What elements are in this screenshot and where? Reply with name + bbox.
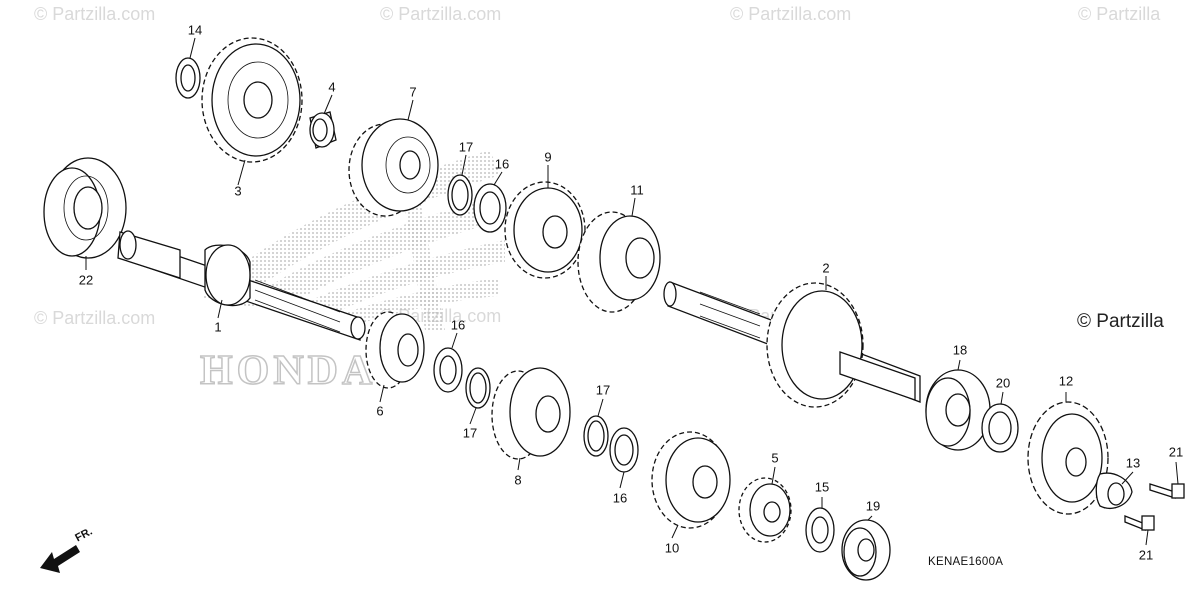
main-shaft-1 <box>117 230 366 341</box>
callout-17: 17 <box>595 382 611 398</box>
gear-5 <box>738 477 792 543</box>
bearing-19 <box>841 519 891 581</box>
gear-11 <box>577 211 661 313</box>
countershaft-2 <box>663 281 921 408</box>
callout-6: 6 <box>376 403 384 419</box>
bearing-22 <box>43 157 127 259</box>
callout-1: 1 <box>214 319 222 335</box>
gear-6 <box>365 311 425 389</box>
bearing-18 <box>925 369 991 451</box>
callout-21: 21 <box>1168 444 1184 460</box>
callout-22: 22 <box>78 272 94 288</box>
callout-16: 16 <box>612 490 628 506</box>
gear-3 <box>201 37 303 163</box>
washer-16-upper <box>473 183 507 233</box>
callout-2: 2 <box>822 260 830 276</box>
callout-4: 4 <box>328 79 336 95</box>
callout-leaders <box>85 37 1179 546</box>
callout-15: 15 <box>814 479 830 495</box>
washer-16-middle <box>433 347 463 393</box>
washer-14 <box>175 57 201 99</box>
circlip-17-lower <box>583 415 609 457</box>
callout-5: 5 <box>771 450 779 466</box>
callout-20: 20 <box>995 375 1011 391</box>
callout-16: 16 <box>494 156 510 172</box>
watermark: © Partzilla.com <box>34 4 156 24</box>
watermark: © Partzilla.com <box>380 4 502 24</box>
callout-18: 18 <box>952 342 968 358</box>
washer-16-lower <box>609 427 639 473</box>
gear-7 <box>348 118 439 217</box>
callout-14: 14 <box>187 22 203 38</box>
honda-logo-text: HONDA <box>200 348 376 394</box>
gear-10 <box>651 431 731 529</box>
watermark: © Partzilla <box>1078 4 1161 24</box>
callout-21: 21 <box>1138 547 1154 563</box>
bushing-4 <box>309 111 337 149</box>
callout-3: 3 <box>234 183 242 199</box>
callout-16: 16 <box>450 317 466 333</box>
callout-9: 9 <box>544 149 552 165</box>
circlip-17-middle <box>465 367 491 409</box>
washer-15 <box>805 507 835 553</box>
front-direction-arrow <box>40 545 80 573</box>
drive-sprocket-12 <box>1027 401 1109 515</box>
callout-17: 17 <box>458 139 474 155</box>
bolt-21-lower <box>1124 515 1155 531</box>
watermark: © Partzilla.com <box>34 308 156 328</box>
callout-13: 13 <box>1125 455 1141 471</box>
gear-9 <box>504 181 586 279</box>
callout-19: 19 <box>865 498 881 514</box>
diagram-code: KENAE1600A <box>928 556 1004 568</box>
fixing-plate-13 <box>1095 472 1133 509</box>
watermark: © Partzilla.com <box>730 4 852 24</box>
oil-seal-20 <box>981 403 1019 453</box>
callout-8: 8 <box>514 472 522 488</box>
gear-8 <box>491 367 571 460</box>
partzilla-brand-label: © Partzilla <box>1077 311 1164 332</box>
callout-12: 12 <box>1058 373 1074 389</box>
callout-11: 11 <box>630 182 644 198</box>
callout-7: 7 <box>409 84 417 100</box>
bolt-21-upper <box>1149 483 1185 499</box>
circlip-17-upper <box>447 174 473 216</box>
callout-10: 10 <box>664 540 680 556</box>
callout-17: 17 <box>462 425 478 441</box>
